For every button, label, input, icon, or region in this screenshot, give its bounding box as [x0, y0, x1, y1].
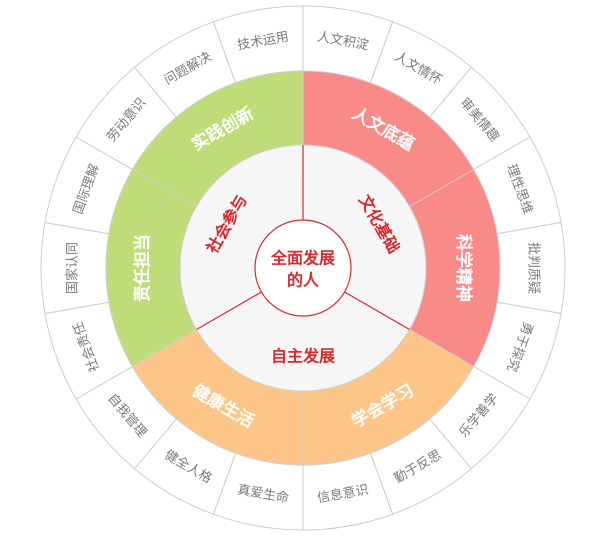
- inner-label: 自主发展: [271, 347, 336, 366]
- inner-divider: [344, 291, 410, 331]
- center-title-line1: 全面发展: [270, 249, 336, 268]
- center-title-line2: 的人: [287, 271, 320, 290]
- center-circle: [254, 219, 352, 317]
- outer-label: 批判质疑: [526, 242, 542, 294]
- middle-label: 责任担当: [132, 234, 153, 302]
- inner-divider: [196, 291, 262, 331]
- outer-label: 国家认同: [65, 242, 81, 294]
- middle-label: 科学精神: [453, 234, 474, 302]
